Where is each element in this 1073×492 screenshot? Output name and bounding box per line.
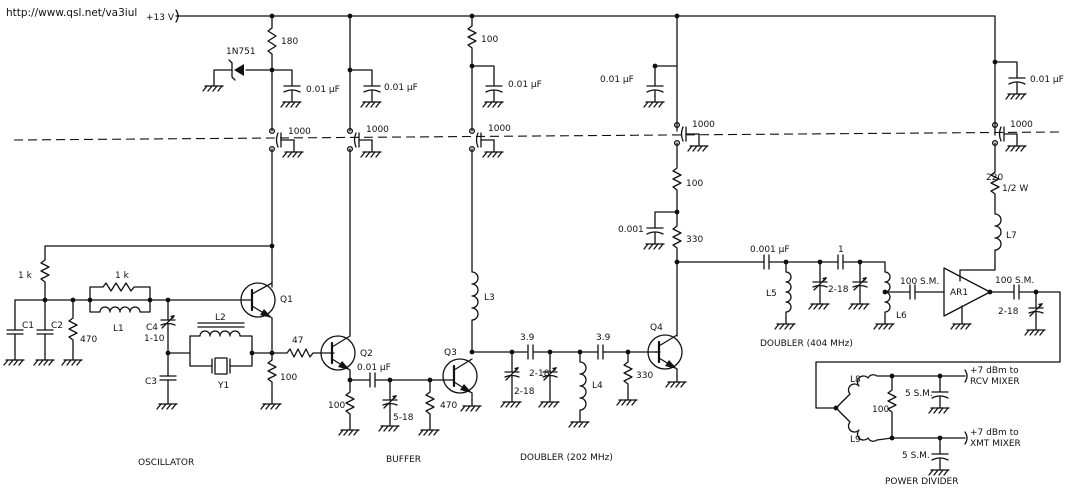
doubler2-supply-branch: 0.01 µF 1000 100 0.001 330: [600, 15, 715, 337]
c-0001uf-label: 0.001 µF: [750, 245, 790, 255]
c-q4-bypass-label: 0.01 µF: [600, 75, 634, 85]
rcv-mixer-line2: RCV MIXER: [970, 377, 1020, 387]
q3-transistor: Q3: [442, 348, 482, 412]
section-doubler-404: DOUBLER (404 MHz): [760, 339, 853, 349]
y1-label: Y1: [217, 381, 229, 391]
power-divider: L8 L9 100 5 S.M. 5 S.M. +7 dBm to RCV MI…: [833, 366, 1021, 475]
c-buf-coupling-label: 0.01 µF: [357, 363, 391, 373]
r180-label: 180: [281, 37, 298, 47]
l6-label: L6: [896, 311, 907, 321]
r47-label: 47: [292, 336, 303, 346]
c39-a-label: 3.9: [520, 333, 535, 343]
c1-label: C1: [22, 321, 34, 331]
shield-line: [13, 131, 1061, 141]
l9-label: L9: [850, 435, 861, 445]
c-100sm-a-label: 100 S.M.: [900, 277, 939, 287]
r330-q4-label: 330: [686, 235, 703, 245]
c-ar-bypass-label: 0.01 µF: [1030, 75, 1064, 85]
osc-base-network: 1 k C1 C2 470 1 k L1 C4 1-10 C3 L2 Y1: [3, 259, 273, 410]
q2-transistor: Q2: [320, 335, 373, 371]
section-buffer: BUFFER: [386, 455, 421, 465]
r100-osc-label: 100: [280, 373, 297, 383]
doubler2-output: 0.001 µF 1 L5 2-18 L6 100 S.M.: [676, 245, 945, 330]
r1k-b-label: 1 k: [115, 271, 130, 281]
rcv-mixer-line1: +7 dBm to: [970, 366, 1019, 376]
supply-label: +13 V: [146, 13, 175, 23]
trim-518-label: 5-18: [393, 413, 414, 423]
q4-transistor: Q4: [647, 323, 687, 388]
section-doubler-202: DOUBLER (202 MHz): [520, 453, 613, 463]
source-url: http://www.qsl.net/va3iul: [6, 7, 137, 19]
c-5sm-a-label: 5 S.M.: [905, 389, 933, 399]
r100-pd-label: 100: [872, 405, 889, 415]
l4-label: L4: [592, 381, 603, 391]
r470-buf-label: 470: [440, 401, 457, 411]
ar1-label: AR1: [950, 288, 968, 298]
c-ar-feedthru-label: 1000: [1010, 120, 1033, 130]
r100-q4-label: 100: [686, 179, 703, 189]
r330-dbl-label: 330: [636, 371, 653, 381]
l5-label: L5: [766, 289, 777, 299]
c-100sm-b-label: 100 S.M.: [995, 276, 1034, 286]
buffer-output: 100 0.01 µF 5-18 470: [328, 363, 457, 436]
l1-label: L1: [113, 324, 124, 334]
q1-transistor: Q1: [240, 282, 293, 356]
xmt-mixer-line2: XMT MIXER: [970, 439, 1021, 449]
c-osc-feedthru-label: 1000: [288, 127, 311, 137]
c-buf-bypass-label: 0.01 µF: [384, 83, 418, 93]
trim-218-c-label: 2-18: [828, 285, 849, 295]
c-buf-feedthru-label: 1000: [366, 125, 389, 135]
supply-rail: [175, 15, 996, 136]
zener-label: 1N751: [226, 47, 256, 57]
q2-label: Q2: [360, 349, 373, 359]
c-5sm-b-label: 5 S.M.: [902, 451, 930, 461]
section-oscillator: OSCILLATOR: [138, 458, 194, 468]
l2-label: L2: [215, 313, 226, 323]
c4-value-label: 1-10: [144, 334, 165, 344]
q4-label: Q4: [650, 323, 663, 333]
c39-b-label: 3.9: [596, 333, 611, 343]
c-1pf-label: 1: [838, 245, 844, 255]
c-q4-feedthru-label: 1000: [692, 120, 715, 130]
doubler1-output: 3.9 3.9 2-18 2-18 L4 330: [469, 333, 661, 428]
trim-218-b-label: 2-18: [529, 369, 550, 379]
r100-buf-label: 100: [328, 401, 345, 411]
l8-label: L8: [850, 375, 861, 385]
c-osc-bypass-label: 0.01 µF: [306, 85, 340, 95]
c2-label: C2: [51, 321, 63, 331]
c3-label: C3: [145, 377, 157, 387]
c4-label: C4: [146, 323, 158, 333]
section-power-divider: POWER DIVIDER: [885, 477, 958, 487]
c-0001-label: 0.001: [618, 225, 644, 235]
r100-top-label: 100: [481, 35, 498, 45]
q3-label: Q3: [444, 348, 457, 358]
r220-label: 220: [986, 173, 1003, 183]
l3-label: L3: [484, 293, 495, 303]
c-dbl-feedthru-label: 1000: [488, 124, 511, 134]
r470-osc-label: 470: [80, 335, 97, 345]
osc-supply-branch: 180 1N751 0.01 µF 1000: [44, 15, 340, 288]
l7-label: L7: [1006, 231, 1017, 241]
c-dbl-bypass-label: 0.01 µF: [508, 80, 542, 90]
buffer-supply-branch: 0.01 µF 1000: [348, 15, 418, 337]
r220-watt-label: 1/2 W: [1002, 184, 1028, 194]
ar1-amplifier: AR1 100 S.M. 2-18: [815, 267, 1061, 409]
doubler1-supply-branch: 100 0.01 µF 1000 L3: [467, 15, 542, 353]
trim-218-d-label: 2-18: [998, 307, 1019, 317]
osc-emitter-out: 100 47: [260, 336, 335, 410]
r1k-a-label: 1 k: [18, 271, 33, 281]
trim-218-a-label: 2-18: [514, 387, 535, 397]
ar1-supply-branch: 0.01 µF 1000 220 1/2 W L7: [959, 59, 1064, 282]
xmt-mixer-line1: +7 dBm to: [970, 428, 1019, 438]
q1-label: Q1: [280, 295, 293, 305]
